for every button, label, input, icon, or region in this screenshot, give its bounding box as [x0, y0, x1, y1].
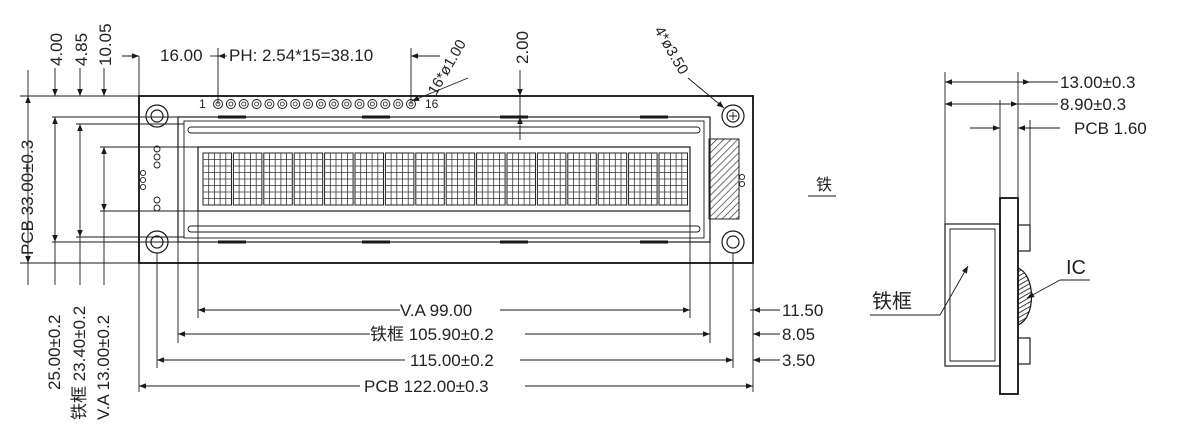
character-cell [445, 152, 476, 206]
dim-va-height: V.A 13.00±0.2 [94, 315, 113, 420]
character-cell [293, 152, 324, 206]
dim-10-05: 10.05 [96, 23, 115, 66]
pin-pad [225, 99, 236, 109]
frame-bottom-rail [187, 225, 701, 233]
pin-pad [341, 99, 352, 109]
left-pads [139, 145, 746, 212]
pin-pad [315, 99, 326, 109]
connector-pins [213, 99, 416, 109]
dim-4-85: 4.85 [72, 33, 91, 66]
dim-hole-pitch: 115.00±0.2 [410, 351, 494, 370]
side-total-thickness: 13.00±0.3 [1060, 73, 1136, 92]
dim-4-00: 4.00 [47, 33, 66, 66]
side-view: 13.00±0.3 8.90±0.3 PCB 1.60 IC 铁框 [870, 72, 1147, 395]
pin-pad [290, 99, 301, 109]
side-connector-bottom [1017, 337, 1031, 365]
top-dimension-lines [122, 48, 725, 140]
left-dimension-lines [20, 68, 198, 285]
dim-frame-height: 25.00±0.2 [45, 314, 64, 390]
pin-hole [382, 101, 388, 107]
side-module-thickness: 8.90±0.3 [1060, 95, 1126, 114]
side-frame-body [944, 223, 1001, 367]
pin-hole [279, 101, 285, 107]
dim-pcb-height: PCB 33.00±0.3 [18, 140, 37, 255]
side-ic [1017, 267, 1033, 326]
character-cell [354, 152, 384, 206]
side-pcb-thickness: PCB 1.60 [1074, 119, 1147, 138]
dim-right-3-50: 3.50 [782, 351, 815, 370]
pin-hole [318, 101, 324, 107]
character-cell [324, 152, 354, 206]
pin-pad [264, 99, 275, 109]
dim-pcb-width: PCB 122.00±0.3 [364, 377, 489, 396]
dim-va-width: V.A 99.00 [400, 301, 472, 320]
side-frame-lip [949, 228, 996, 362]
character-cell [658, 152, 688, 206]
note-tie: 铁 [816, 175, 832, 194]
pin-1-label: 1 [199, 97, 206, 111]
character-cell [263, 152, 293, 206]
pin-hole [254, 101, 260, 107]
side-dimension-lines [870, 72, 1090, 316]
pcb-outline [138, 95, 754, 264]
pin-hole [331, 101, 337, 107]
character-cell [506, 152, 536, 206]
dim-right-11-50: 11.50 [782, 301, 823, 320]
pin-hole [369, 101, 375, 107]
character-cell [567, 152, 597, 206]
pin-hole [228, 101, 234, 107]
side-frame-label: 铁框 [872, 289, 912, 313]
pin-hole [267, 101, 272, 107]
frame-tabs [218, 115, 668, 244]
pin-hole [241, 101, 247, 107]
character-cell [476, 152, 506, 206]
pin-hole [292, 101, 298, 107]
bottom-dimension-lines [138, 211, 780, 392]
pin-pad [380, 99, 391, 109]
character-cell [232, 152, 263, 206]
front-view: 1 16 16.00 PH: 2.54*15=38.10 16*ø1.00 2.… [18, 23, 836, 420]
side-ic-label: IC [1066, 257, 1086, 279]
character-cell [597, 152, 628, 206]
character-cell [628, 152, 658, 206]
led-backlight [708, 138, 740, 220]
dim-right-8-05: 8.05 [782, 325, 815, 344]
pin-pad [354, 99, 365, 109]
dim-2-00: 2.00 [513, 31, 532, 64]
character-cell [415, 152, 445, 206]
pin-16-label: 16 [425, 97, 439, 111]
pin-pad [367, 99, 378, 109]
character-cell [384, 152, 415, 206]
dim-frame-width: 铁框 105.90±0.2 [370, 325, 494, 344]
pin-pad [393, 99, 404, 109]
pin-pad [251, 99, 262, 109]
pin-hole [395, 101, 401, 107]
character-cell [202, 152, 232, 206]
pin-hole [305, 101, 311, 107]
character-cell [536, 152, 567, 206]
dim-offset-16: 16.00 [160, 46, 203, 65]
dim-frame-inner: 铁框 23.40±0.2 [70, 306, 89, 420]
side-pcb [999, 197, 1019, 395]
character-cells [202, 152, 688, 206]
pin-hole [344, 101, 350, 107]
viewing-area [197, 146, 691, 212]
pin-pad [277, 99, 288, 109]
pin-hole [357, 101, 362, 107]
dim-pin-holes: 16*ø1.00 [425, 37, 470, 98]
pin-pad [328, 99, 339, 109]
iron-frame-inner [183, 120, 705, 239]
dim-pitch: PH: 2.54*15=38.10 [229, 46, 373, 65]
pin-pad [303, 99, 314, 109]
frame-top-rail [187, 126, 701, 134]
dim-mount-holes: 4*ø3.50 [651, 24, 692, 78]
pin-pad [238, 99, 249, 109]
side-connector-top [1017, 224, 1031, 252]
